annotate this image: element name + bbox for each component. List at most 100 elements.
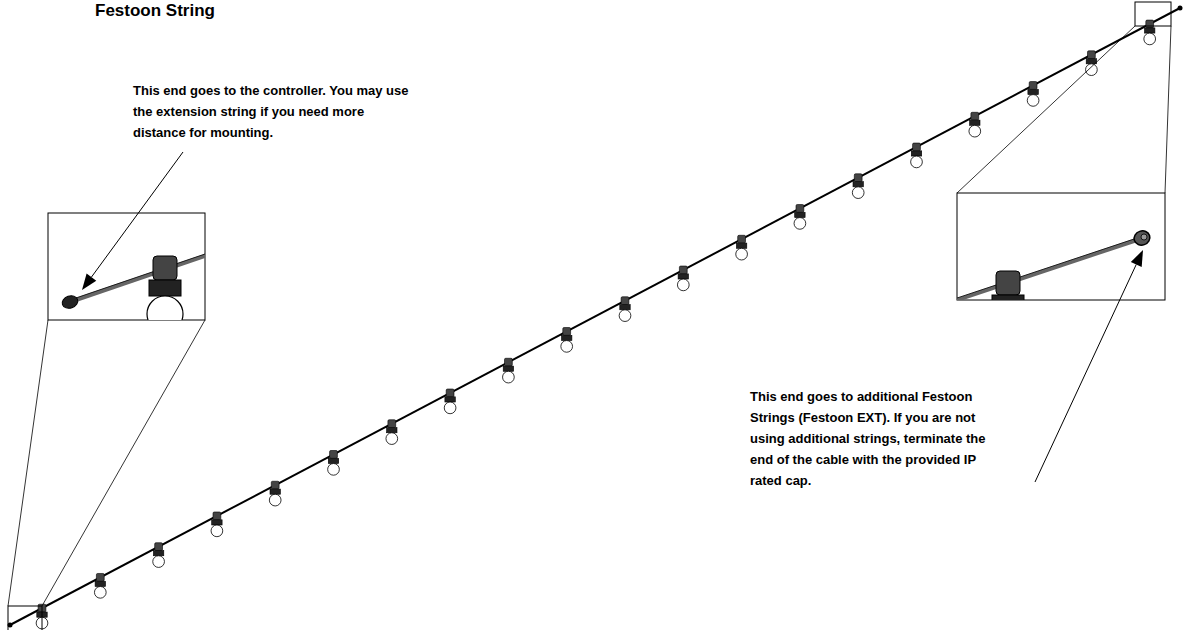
bulb <box>1027 82 1039 107</box>
callout-note: This end goes to the controller. You may… <box>133 80 411 143</box>
bulb-clip <box>738 235 746 243</box>
bulb <box>94 573 106 598</box>
ip-cap <box>1132 229 1152 247</box>
zoom-line <box>42 320 205 606</box>
bulb <box>736 235 748 260</box>
bulb-socket <box>328 458 338 463</box>
bulb-glass <box>328 464 340 476</box>
bulb <box>677 266 689 291</box>
bulb-clip <box>913 143 921 151</box>
bulb <box>153 543 165 568</box>
bulb-glass <box>269 494 281 506</box>
zoom-box <box>957 193 1165 300</box>
bulb-socket <box>153 551 163 556</box>
bulb <box>852 174 864 199</box>
bulb-glass <box>969 125 981 137</box>
zoom-detail <box>60 254 205 320</box>
bulb <box>794 205 806 230</box>
bulb-clip <box>1146 20 1154 28</box>
bulb <box>211 512 223 537</box>
bulb <box>444 389 456 414</box>
bulb-socket <box>149 280 181 296</box>
cable-end <box>1178 6 1183 11</box>
bulb-glass <box>386 433 398 445</box>
bulb-socket <box>795 212 805 217</box>
bulb-socket <box>445 397 455 402</box>
bulb-socket <box>212 520 222 525</box>
bulb-clip <box>621 297 629 305</box>
zoom-line <box>1165 26 1171 193</box>
bulb <box>969 112 981 137</box>
bulb-socket <box>736 243 746 248</box>
bulb-row <box>36 20 1155 629</box>
bulb-glass <box>153 556 165 568</box>
bulb-clip <box>796 205 804 213</box>
bulb <box>147 256 183 320</box>
bulb-glass <box>147 296 183 320</box>
bulb <box>619 297 631 322</box>
zoom-marker <box>1135 2 1171 26</box>
bulb-glass <box>736 248 748 260</box>
bulb-socket <box>911 151 921 156</box>
bulb-clip <box>679 266 687 274</box>
bulb-glass <box>1027 95 1039 107</box>
bulb-clip <box>446 389 454 397</box>
bulb-glass <box>561 341 573 353</box>
bulb-socket <box>503 366 513 371</box>
bulb-clip <box>271 481 279 489</box>
bulb <box>1144 20 1156 45</box>
bulb <box>561 328 573 353</box>
bulb-socket <box>620 305 630 310</box>
bulb-glass <box>444 402 456 414</box>
bulb <box>990 271 1026 300</box>
bulb-clip <box>330 451 338 459</box>
bulb-clip <box>854 174 862 182</box>
bulb-clip <box>563 328 571 336</box>
bulb-glass <box>911 156 923 168</box>
bulb-glass <box>211 525 223 537</box>
zoom-cable-edge <box>70 254 205 300</box>
bulb-socket <box>678 274 688 279</box>
festoon-cable <box>10 8 1180 625</box>
zoom-cable <box>70 256 205 302</box>
bulb-glass <box>94 586 106 598</box>
bulb-clip <box>505 358 513 366</box>
bulb-socket <box>387 428 397 433</box>
bulb-socket <box>270 489 280 494</box>
zoom-cable-edge <box>957 238 1137 298</box>
bulb-glass <box>677 279 689 291</box>
bulb <box>269 481 281 506</box>
bulb-clip <box>996 271 1020 295</box>
bulb-clip <box>96 573 104 581</box>
diagram-title: Festoon String <box>95 1 215 21</box>
bulb-socket <box>992 295 1024 300</box>
bulb-socket <box>562 335 572 340</box>
bulb-socket <box>970 120 980 125</box>
callout-note: This end goes to additional Festoon Stri… <box>750 386 990 491</box>
zoom-marker <box>8 606 42 630</box>
bulb <box>911 143 923 168</box>
bulb-socket <box>1028 89 1038 94</box>
bulb-clip <box>213 512 221 520</box>
leader-line <box>91 152 183 277</box>
bulb-clip <box>971 112 979 120</box>
bulb-clip <box>1029 82 1037 90</box>
bulb-glass <box>619 310 631 322</box>
bulb-socket <box>95 581 105 586</box>
bulb-clip <box>1088 51 1096 59</box>
bulb-glass <box>1086 64 1098 76</box>
bulb-socket <box>1145 28 1155 33</box>
connector-plug <box>60 294 79 311</box>
bulb <box>386 420 398 445</box>
bulb-clip <box>153 256 177 280</box>
zoom-line <box>8 320 48 606</box>
bulb-socket <box>853 182 863 187</box>
zoom-detail <box>957 229 1152 300</box>
bulb-glass <box>1144 33 1156 45</box>
bulb <box>503 358 515 383</box>
bulb-clip <box>155 543 163 551</box>
bulb-glass <box>794 218 806 230</box>
zoom-line <box>957 26 1135 193</box>
ip-cap-face <box>1141 234 1147 240</box>
bulb <box>328 451 340 476</box>
